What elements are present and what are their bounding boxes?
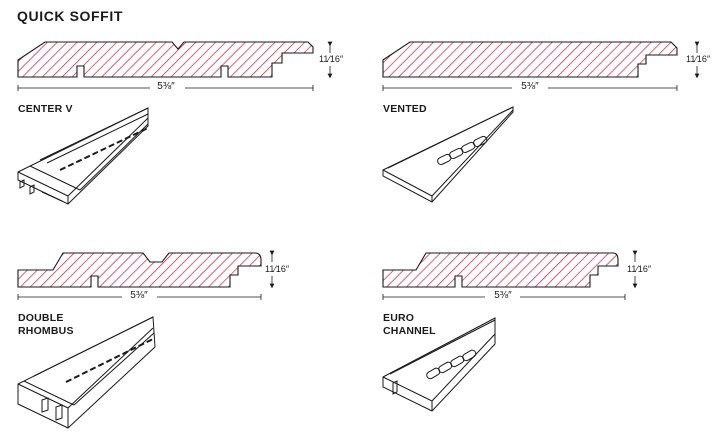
double-rhombus-width-dimension	[17, 294, 262, 300]
double-rhombus-cross-section	[17, 252, 262, 288]
vented-width-label: 5⅜″	[518, 81, 542, 92]
euro-channel-label-line-2: CHANNEL	[383, 325, 436, 337]
euro-channel-cross-section	[382, 252, 619, 288]
center-v-width-dimension	[17, 85, 314, 91]
center-v-label: CENTER V	[18, 103, 73, 116]
euro-channel-isometric-illustration	[382, 317, 496, 412]
center-v-thickness-label: 11⁄16″	[319, 54, 344, 64]
vented-isometric-illustration	[382, 106, 514, 203]
vented-thickness-label: 11⁄16″	[686, 54, 711, 64]
page-title: QUICK SOFFIT	[17, 8, 123, 24]
vented-label: VENTED	[383, 103, 427, 116]
center-v-cross-section	[17, 41, 314, 78]
double-rhombus-label: DOUBLE RHOMBUS	[18, 312, 74, 338]
center-v-isometric-illustration	[17, 107, 149, 205]
euro-channel-label: EURO CHANNEL	[383, 312, 436, 338]
double-rhombus-label-line-2: RHOMBUS	[18, 325, 74, 337]
euro-channel-label-line-1: EURO	[383, 312, 415, 324]
euro-channel-width-label: 5⅜″	[491, 290, 515, 301]
double-rhombus-isometric-illustration	[17, 316, 156, 429]
vented-cross-section	[382, 41, 678, 78]
vented-width-dimension	[382, 85, 678, 91]
euro-channel-width-dimension	[382, 294, 626, 300]
double-rhombus-thickness-label: 11⁄16″	[265, 264, 290, 274]
double-rhombus-width-label: 5⅜″	[127, 290, 151, 301]
center-v-width-label: 5⅜″	[154, 81, 178, 92]
center-v-label-line: CENTER V	[18, 103, 73, 115]
euro-channel-thickness-label: 11⁄16″	[627, 264, 652, 274]
double-rhombus-label-line-1: DOUBLE	[18, 312, 64, 324]
vented-label-line: VENTED	[383, 103, 427, 115]
